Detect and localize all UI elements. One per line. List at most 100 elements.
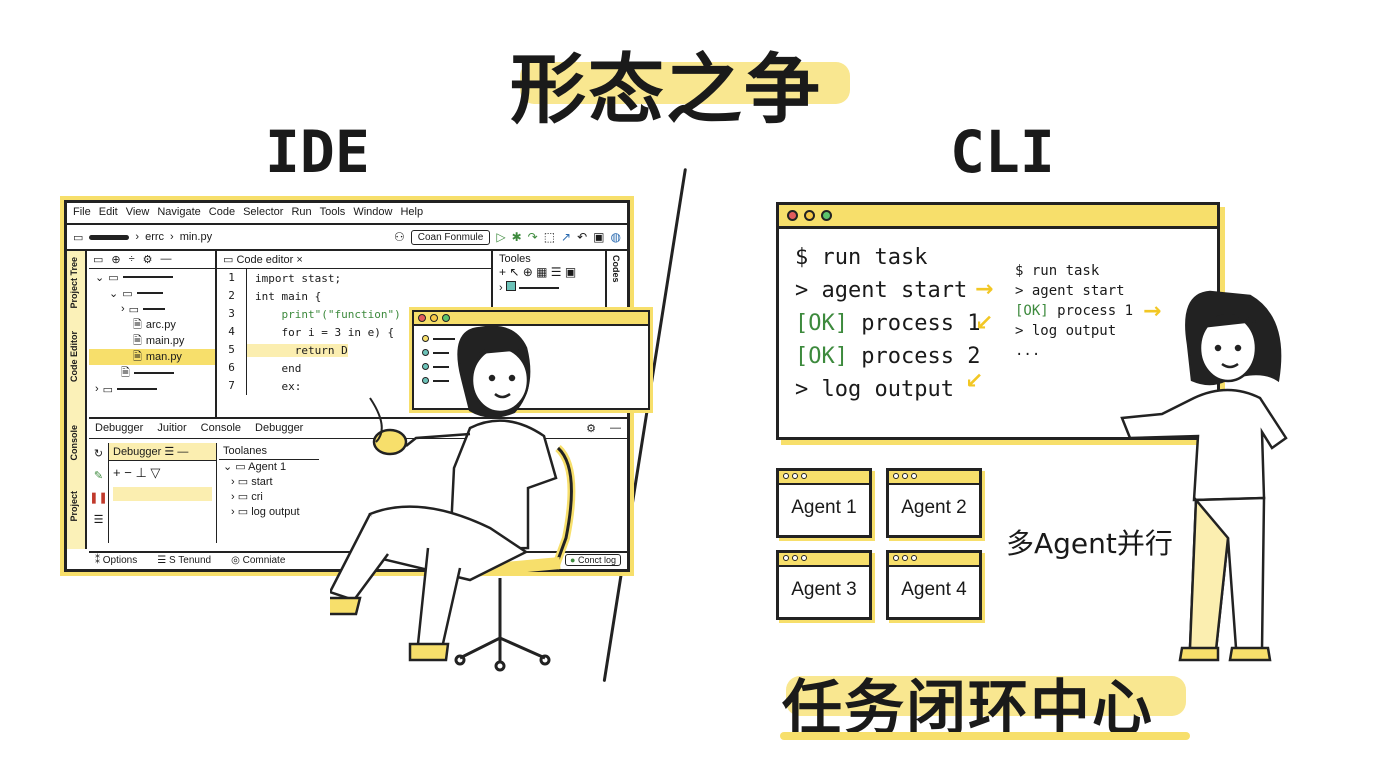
menu-navigate[interactable]: Navigate: [157, 206, 201, 218]
undo-icon[interactable]: ↶: [577, 229, 588, 244]
panel-icon[interactable]: ▭: [93, 254, 104, 266]
run-icon[interactable]: ▷: [496, 229, 506, 244]
menu-help[interactable]: Help: [400, 206, 424, 218]
codes-tab[interactable]: Codes: [611, 255, 621, 283]
menu-code[interactable]: Code: [208, 206, 236, 218]
status-options[interactable]: ⁑ Options: [95, 555, 137, 567]
list-item[interactable]: [422, 346, 640, 360]
window-dot-icon[interactable]: [442, 314, 450, 322]
menu-window[interactable]: Window: [353, 206, 393, 218]
minimize-icon[interactable]: —: [177, 446, 189, 458]
cli-line: > agent start: [795, 274, 980, 307]
tab-juitior[interactable]: Juitior: [157, 422, 187, 434]
tab-debugger[interactable]: Debugger: [95, 422, 144, 434]
connect-log-button[interactable]: ● Conct log: [565, 554, 621, 566]
refresh-icon[interactable]: ↻: [93, 448, 104, 460]
editor-tab[interactable]: ▭ Code editor ×: [217, 251, 491, 269]
agent-window[interactable]: Agent 2: [886, 468, 982, 538]
window-dot-icon[interactable]: [430, 314, 438, 322]
gear-icon[interactable]: ⚙: [142, 254, 153, 266]
tree-file[interactable]: 🗎main.py: [89, 333, 215, 349]
list-item[interactable]: [422, 360, 640, 374]
tools-icons: + ↖ ⊕ ▦ ☰ ▣: [499, 265, 577, 279]
tab-debugger-2[interactable]: Debugger: [255, 422, 304, 434]
arrow-up-right-icon[interactable]: ↗: [561, 229, 572, 244]
tree-folder-root[interactable]: ⌄▭: [89, 269, 215, 285]
window-dot-icon[interactable]: [821, 210, 832, 221]
window-dot-icon: [792, 555, 798, 561]
window-dot-icon[interactable]: [787, 210, 798, 221]
agent-label: Agent 4: [901, 579, 967, 600]
minus-icon[interactable]: −: [124, 465, 132, 480]
folder-icon[interactable]: ▭: [73, 231, 84, 244]
close-icon[interactable]: ×: [296, 254, 303, 266]
project-tab[interactable]: Project: [69, 491, 79, 522]
list-icon[interactable]: ☰: [164, 446, 175, 458]
code-line[interactable]: 7 ex:: [217, 377, 491, 395]
status-tenund[interactable]: ☰ S Tenund: [157, 555, 211, 567]
breadcrumb-file[interactable]: min.py: [179, 231, 213, 243]
gear-icon[interactable]: ⚙: [586, 423, 596, 435]
tree-folder[interactable]: ›▭: [89, 381, 215, 397]
stop-icon[interactable]: ⬚: [543, 229, 556, 244]
tab-console[interactable]: Console: [200, 422, 242, 434]
debugger-highlight-row[interactable]: [113, 487, 212, 501]
code-editor-tab[interactable]: Code Editor: [69, 331, 79, 382]
menu-view[interactable]: View: [125, 206, 150, 218]
agent-window[interactable]: Agent 1: [776, 468, 872, 538]
globe-icon[interactable]: ◍: [610, 229, 621, 244]
tree-file[interactable]: 🗎: [89, 365, 215, 381]
debug-icon[interactable]: ✱: [511, 229, 522, 244]
breadcrumb-folder[interactable]: errc: [145, 231, 165, 243]
stop-icon[interactable]: ❚❚: [89, 492, 108, 504]
agent-label: Agent 1: [791, 497, 857, 518]
window-dot-icon[interactable]: [418, 314, 426, 322]
console-tab[interactable]: Console: [69, 425, 79, 461]
status-tenund-label: S Tenund: [169, 555, 212, 566]
status-comniate[interactable]: ◎ Comniate: [231, 555, 285, 567]
step-icon[interactable]: ↷: [527, 229, 538, 244]
agent-window[interactable]: Agent 3: [776, 550, 872, 620]
tree-folder-sub2[interactable]: ›▭: [89, 301, 215, 317]
list-item[interactable]: [422, 374, 640, 388]
tree-file[interactable]: 🗎arc.py: [89, 317, 215, 333]
menu-run[interactable]: Run: [291, 206, 312, 218]
tree-file-label: arc.py: [145, 319, 176, 331]
menu-tools[interactable]: Tools: [319, 206, 346, 218]
menu-file[interactable]: File: [73, 206, 91, 218]
folder-icon: ▭: [237, 506, 249, 518]
tree-agent-1[interactable]: ⌄ ▭ Agent 1: [219, 460, 319, 475]
run-config-select[interactable]: Coan Fonmule: [410, 229, 491, 245]
code-line[interactable]: 4 for i = 3 in e) {: [217, 323, 491, 341]
user-icon[interactable]: ⚇: [393, 229, 405, 244]
agent-window[interactable]: Agent 4: [886, 550, 982, 620]
window-dot-icon[interactable]: [804, 210, 815, 221]
menu-edit[interactable]: Edit: [98, 206, 118, 218]
target-icon[interactable]: ⊕: [111, 254, 121, 266]
list-icon[interactable]: ☰: [93, 514, 104, 526]
code-line[interactable]: 3 print"("function"): [217, 305, 491, 323]
wrench-icon[interactable]: ✎: [93, 470, 104, 482]
tree-file-selected[interactable]: 🗎man.py: [89, 349, 215, 365]
agent-titlebar: [779, 471, 869, 485]
tree-folder-sub[interactable]: ⌄▭: [89, 285, 215, 301]
layout-icon[interactable]: ▣: [593, 229, 605, 244]
code-line-current[interactable]: 5 return D: [217, 341, 491, 359]
tree-log-output[interactable]: › ▭ log output: [219, 505, 319, 520]
add-icon[interactable]: +: [113, 465, 121, 480]
tree-start[interactable]: › ▭ start: [219, 475, 319, 490]
toolbar: ▭ › errc › min.py ⚇ Coan Fonmule ▷ ✱ ↷ ⬚…: [67, 225, 627, 251]
step-up-icon[interactable]: ⊥: [135, 465, 147, 480]
split-icon[interactable]: ÷: [128, 253, 135, 265]
minimize-icon[interactable]: —: [160, 253, 172, 265]
menu-selector[interactable]: Selector: [243, 206, 284, 218]
minimize-icon[interactable]: —: [610, 422, 621, 434]
tools-row[interactable]: ›: [499, 281, 597, 294]
code-line[interactable]: 6 end: [217, 359, 491, 377]
filter-icon[interactable]: ▽: [150, 465, 161, 480]
tree-cri[interactable]: › ▭ cri: [219, 490, 319, 505]
list-item[interactable]: [422, 332, 640, 346]
project-tree-tab[interactable]: Project Tree: [69, 257, 79, 309]
